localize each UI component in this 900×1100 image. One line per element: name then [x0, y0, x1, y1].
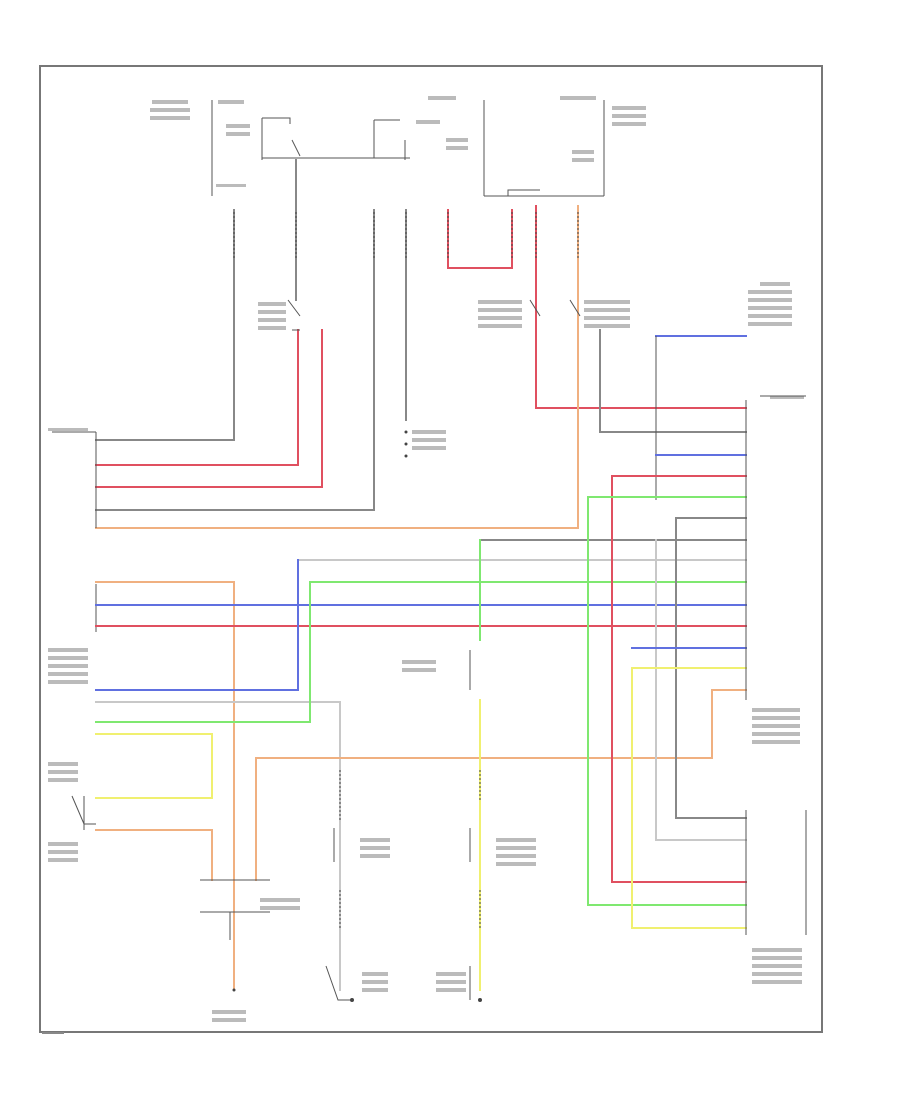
right-side-wires [587, 335, 747, 929]
bottom-components [71, 795, 482, 1002]
center-column-wires [333, 539, 481, 991]
right-module [745, 395, 807, 935]
left-control-unit [52, 431, 97, 632]
top-relay-block-right [483, 100, 605, 197]
relay-symbols [287, 299, 581, 331]
left-lower-wires [95, 559, 747, 991]
top-drop-wires [95, 159, 747, 529]
footer-mark [42, 1032, 64, 1034]
horizontal-trunk [95, 539, 747, 991]
diagram-frame [39, 65, 823, 1033]
top-fuse-block-left [211, 100, 410, 196]
terminal-marks [232, 430, 408, 992]
label-blocks [48, 96, 804, 1022]
